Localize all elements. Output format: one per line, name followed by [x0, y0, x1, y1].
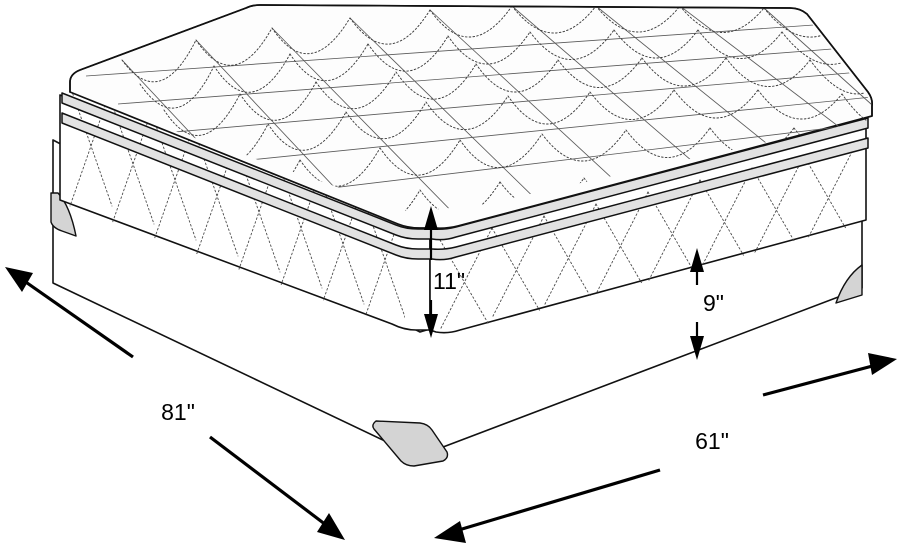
right-corner-guard	[835, 264, 863, 304]
dimension-bed-width: 61"	[434, 353, 897, 543]
dimension-bed-length: 81"	[5, 267, 345, 540]
dimension-label-mattress-height: 11"	[433, 268, 465, 294]
dimension-mattress-height: 11"	[424, 206, 465, 338]
lower-gusset-band	[61, 112, 869, 261]
dimension-label-bed-width: 61"	[695, 428, 729, 454]
dimension-label-foundation-height: 9"	[703, 290, 724, 316]
dimension-label-bed-length: 81"	[161, 399, 195, 425]
side-quilt-pattern-right	[439, 143, 857, 331]
front-corner-guard	[372, 420, 449, 467]
mattress-top-surface	[69, 4, 874, 230]
dimension-foundation-height: 9"	[690, 248, 724, 360]
upper-gusset-band	[61, 92, 869, 241]
